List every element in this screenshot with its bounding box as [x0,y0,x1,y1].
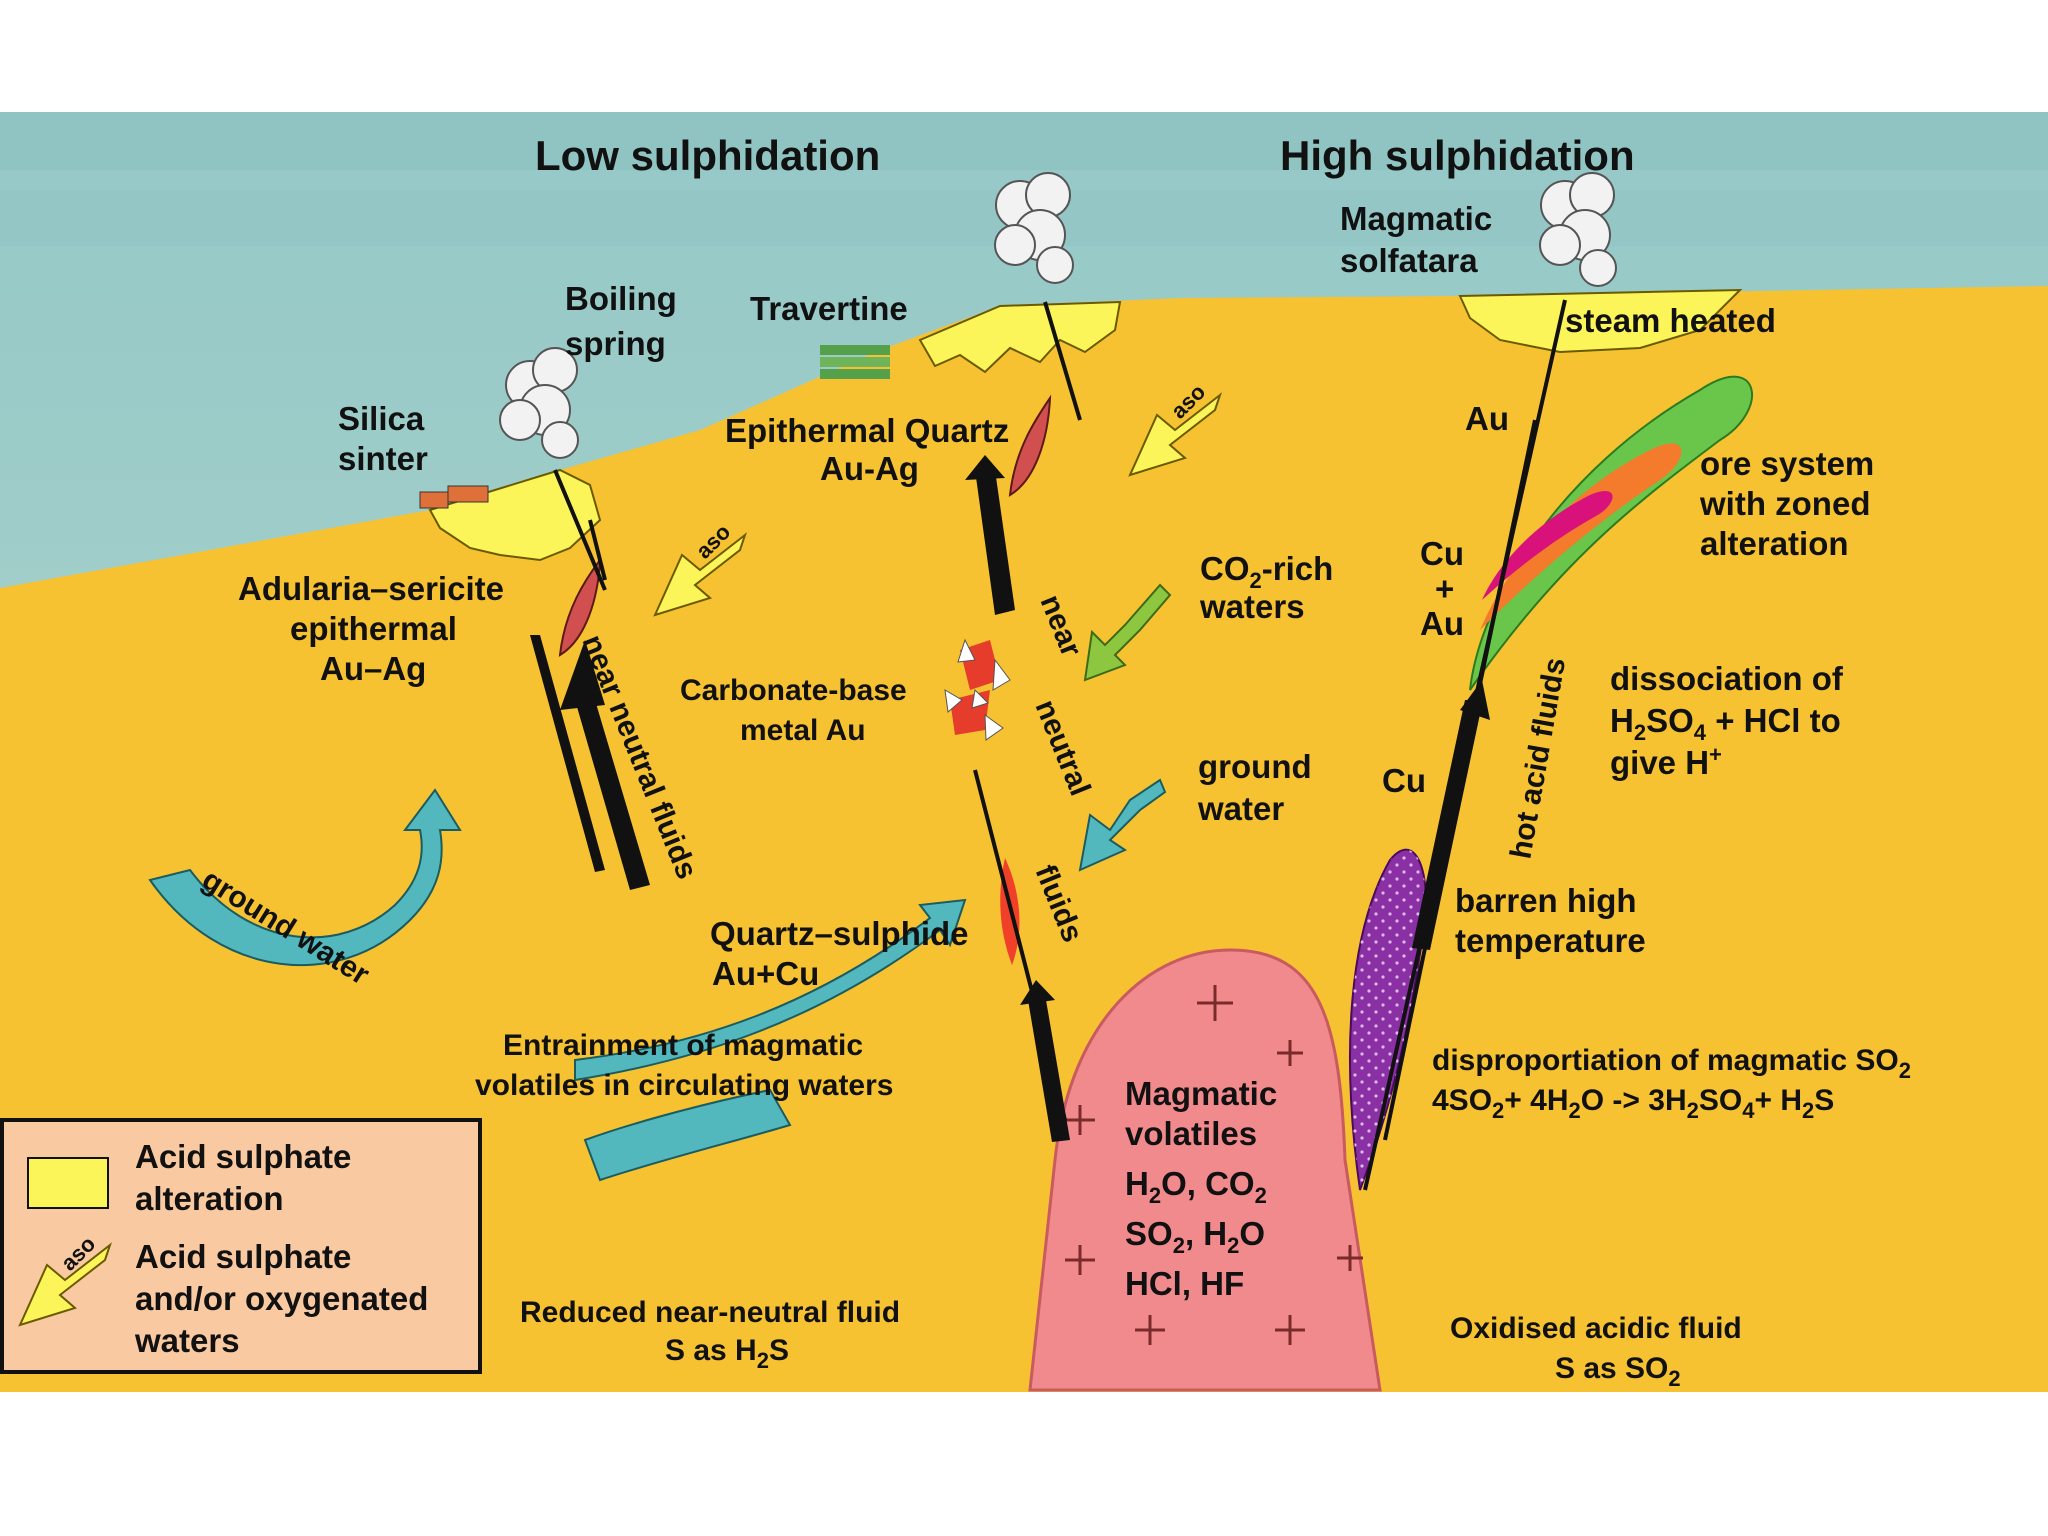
magma-body [1028,948,1382,1392]
ground-water-right-label-1: ground [1198,748,1312,785]
au-label: Au [1465,400,1509,437]
vein-lenses [558,394,1052,965]
entrainment-label-1: Entrainment of magmatic [503,1029,863,1062]
cu-au-label-3: Au [1420,605,1464,642]
silica-sinter-deposit [419,485,489,509]
boiling-spring-label-2: spring [565,325,666,362]
co2-rich-label: CO2-rich [1200,550,1333,593]
dissociation-label-2: H2SO4 + HCl to [1610,702,1841,745]
ore-system-label-1: ore system [1700,445,1874,482]
ground-water-arrows [148,778,1167,1182]
low-sulphidation-title: Low sulphidation [535,132,880,179]
oxidised-fluid-label-2: S as SO2 [1555,1352,1681,1391]
reduced-fluid-label-2: S as H2S [665,1334,789,1373]
cu-au-label-2: + [1435,570,1454,607]
quartz-sulphide-label-1: Quartz–sulphide [710,915,969,952]
legend-item1-line2: alteration [135,1180,284,1217]
acid-sulphate-zones [428,288,1743,562]
disproportionation-label-1: disproportiation of magmatic SO2 [1432,1044,1911,1083]
entrainment-label-2: volatiles in circulating waters [475,1069,893,1102]
epithermal-quartz-label-2: Au-Ag [820,450,919,487]
legend-swatch-acid-alteration [27,1157,109,1209]
fluid-flow-arrows [530,455,1490,1142]
aso-arrows [653,392,1222,617]
cu-label: Cu [1382,762,1426,799]
reduced-fluid-label-1: Reduced near-neutral fluid [520,1296,900,1329]
adularia-label-2: epithermal [290,610,457,647]
magmatic-volatiles-label-1: Magmatic [1125,1075,1277,1112]
oxidised-fluid-label-1: Oxidised acidic fluid [1450,1312,1742,1345]
legend-item2-line3: waters [134,1322,240,1359]
legend-aso-arrow-icon [18,1242,112,1327]
travertine-label: Travertine [750,290,908,327]
boiling-spring-label-1: Boiling [565,280,677,317]
co2-water-arrow [1083,583,1172,682]
silica-sinter-label-2: sinter [338,440,428,477]
ground-water-right-label-2: water [1197,790,1284,827]
legend-item1-line1: Acid sulphate [135,1138,351,1175]
co2-waters-label: waters [1199,588,1305,625]
barren-label-1: barren high [1455,882,1637,919]
legend: Acid sulphate alteration aso Acid sulpha… [0,1118,482,1374]
carbonate-base-label-2: metal Au [740,714,866,747]
travertine-deposit [820,345,890,379]
carbonate-base-breccia [944,638,1011,741]
so2-h2o-label: SO2, H2O [1125,1215,1265,1258]
steam-cloud-solfatara [1539,172,1617,287]
legend-item2-line2: and/or oxygenated [135,1280,428,1317]
ore-system-label-3: alteration [1700,525,1849,562]
steam-cloud-travertine [994,172,1074,284]
dissociation-label-1: dissociation of [1610,660,1844,697]
quartz-sulphide-label-2: Au+Cu [712,955,819,992]
disproportionation-equation: 4SO2+ 4H2O -> 3H2SO4+ H2S [1432,1084,1834,1123]
high-sulphidation-title: High sulphidation [1280,132,1635,179]
legend-item2-line1: Acid sulphate [135,1238,351,1275]
adularia-label-1: Adularia–sericite [238,570,504,607]
magma-crosses [1065,985,1363,1345]
epithermal-quartz-label-1: Epithermal Quartz [725,412,1009,449]
barren-label-2: temperature [1455,922,1646,959]
magmatic-solfatara-label-1: Magmatic [1340,200,1492,237]
h2o-co2-label: H2O, CO2 [1125,1165,1267,1208]
hcl-hf-label: HCl, HF [1125,1265,1244,1302]
cu-au-label-1: Cu [1420,535,1464,572]
steam-heated-label: steam heated [1565,302,1776,339]
magmatic-solfatara-label-2: solfatara [1340,242,1478,279]
ore-system-label-2: with zoned [1699,485,1870,522]
ore-system-zoned-alteration [1469,375,1754,691]
adularia-label-3: Au–Ag [320,650,426,687]
steam-cloud-boiling-spring [499,347,579,459]
silica-sinter-label-1: Silica [338,400,425,437]
magmatic-volatiles-label-2: volatiles [1125,1115,1257,1152]
dissociation-label-3: give H+ [1610,742,1722,781]
carbonate-base-label-1: Carbonate-base [680,674,907,707]
